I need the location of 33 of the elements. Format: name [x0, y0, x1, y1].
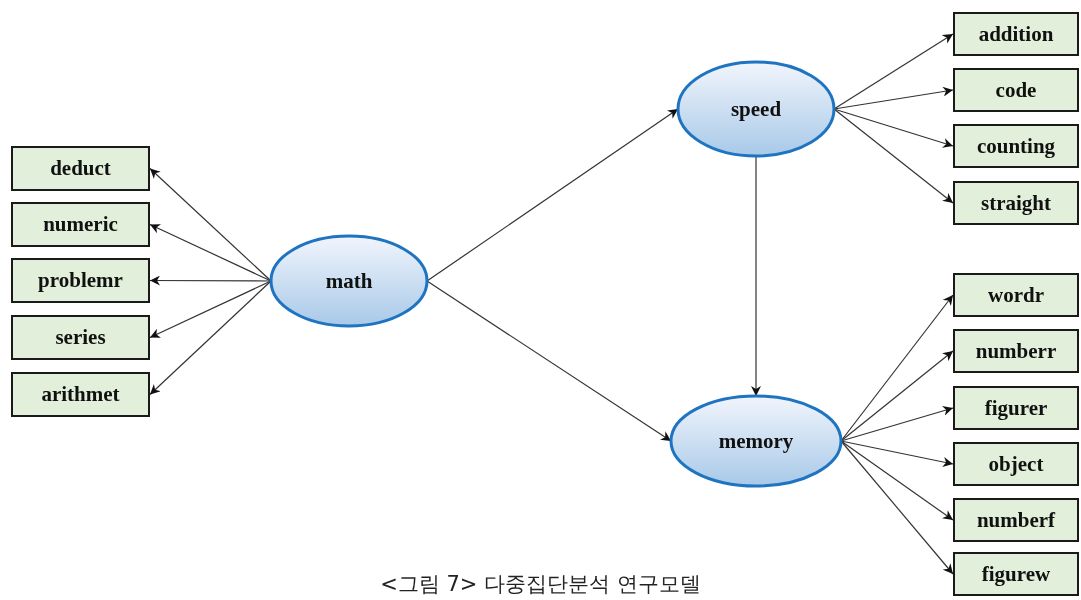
indicator-box: wordr — [953, 273, 1079, 317]
indicator-box: addition — [953, 12, 1079, 56]
factor-ellipse: memory — [669, 394, 843, 488]
arrow — [426, 108, 679, 282]
arrow — [840, 294, 954, 442]
indicator-box: numberr — [953, 329, 1079, 373]
indicator-box: figurer — [953, 386, 1079, 430]
arrow — [840, 440, 954, 575]
arrow — [833, 33, 954, 110]
arrow — [149, 280, 272, 339]
arrow — [149, 167, 272, 282]
indicator-box: problemr — [11, 258, 150, 303]
indicator-box: deduct — [11, 146, 150, 191]
indicator-box: straight — [953, 181, 1079, 225]
arrow — [149, 275, 272, 286]
indicator-box: numberf — [953, 498, 1079, 542]
arrow — [149, 280, 272, 396]
factor-ellipse: math — [269, 234, 429, 328]
indicator-box: object — [953, 442, 1079, 486]
arrow — [751, 155, 761, 397]
arrow — [833, 108, 954, 204]
indicator-box: series — [11, 315, 150, 360]
indicator-box: code — [953, 68, 1079, 112]
indicator-box: numeric — [11, 202, 150, 247]
caption: <그림 7> 다중집단분석 연구모델 — [380, 571, 701, 598]
arrow — [840, 440, 954, 521]
indicator-box: figurew — [953, 552, 1079, 596]
arrow — [149, 223, 272, 282]
factor-ellipse: speed — [676, 60, 836, 158]
arrow — [426, 280, 672, 442]
indicator-box: arithmet — [11, 372, 150, 417]
indicator-box: counting — [953, 124, 1079, 168]
arrow — [840, 350, 954, 442]
